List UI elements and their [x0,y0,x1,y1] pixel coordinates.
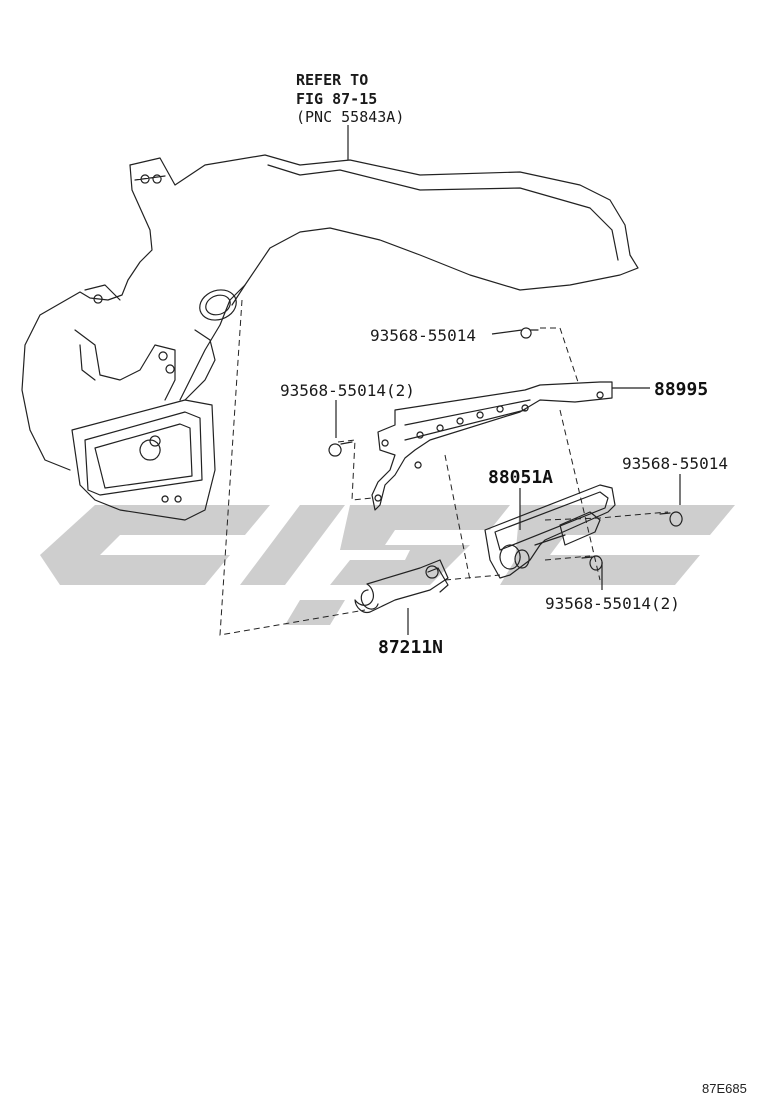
label-screw-right[interactable]: 93568-55014 [622,454,728,473]
leader-lines [335,125,681,635]
label-screw-bottom[interactable]: 93568-55014(2) [545,594,680,613]
label-sensor[interactable]: 88051A [488,467,553,488]
screw-icon [328,327,683,571]
label-hose[interactable]: 87211N [378,637,443,658]
refer-line2: FIG 87-15 [296,90,377,108]
guide-lines [219,299,669,636]
figure-code: 87E685 [702,1081,747,1096]
label-screw-top[interactable]: 93568-55014 [370,326,476,345]
label-bracket[interactable]: 88995 [654,379,708,400]
refer-line3: (PNC 55843A) [296,108,404,126]
sensor-88051A [484,484,616,579]
bracket-88995 [371,381,613,511]
hose-87211N [354,559,449,614]
refer-line1: REFER TO [296,71,368,89]
label-screw-left[interactable]: 93568-55014(2) [280,381,415,400]
air-duct [21,154,639,521]
watermark-logo [40,505,735,625]
